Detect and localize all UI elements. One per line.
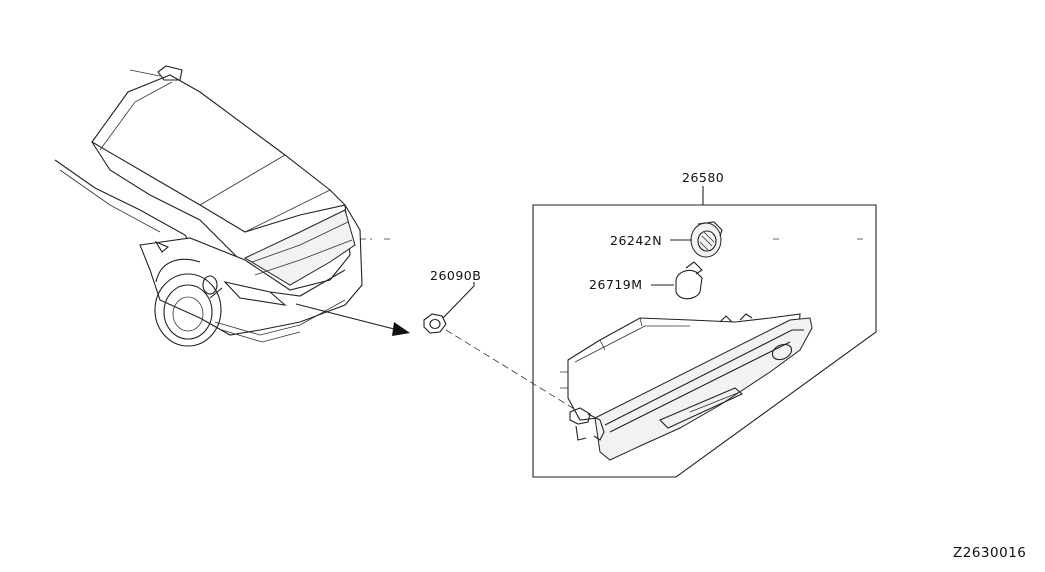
- illustration-code: Z2630016: [953, 545, 1026, 561]
- socket-26242n-illustration: [670, 221, 723, 258]
- rear-fog-lamp-assembly-illustration: [560, 313, 813, 461]
- nut-26090b-illustration: [423, 282, 577, 411]
- part-label-26090b: 26090B: [430, 268, 481, 283]
- part-label-26719m: 26719M: [589, 277, 643, 292]
- vehicle-rear-illustration: [54, 65, 410, 347]
- assembly-box-26580: [532, 186, 877, 478]
- part-label-26242n: 26242N: [610, 233, 662, 248]
- part-label-26580: 26580: [682, 170, 724, 185]
- bulb-26719m-illustration: [651, 261, 703, 300]
